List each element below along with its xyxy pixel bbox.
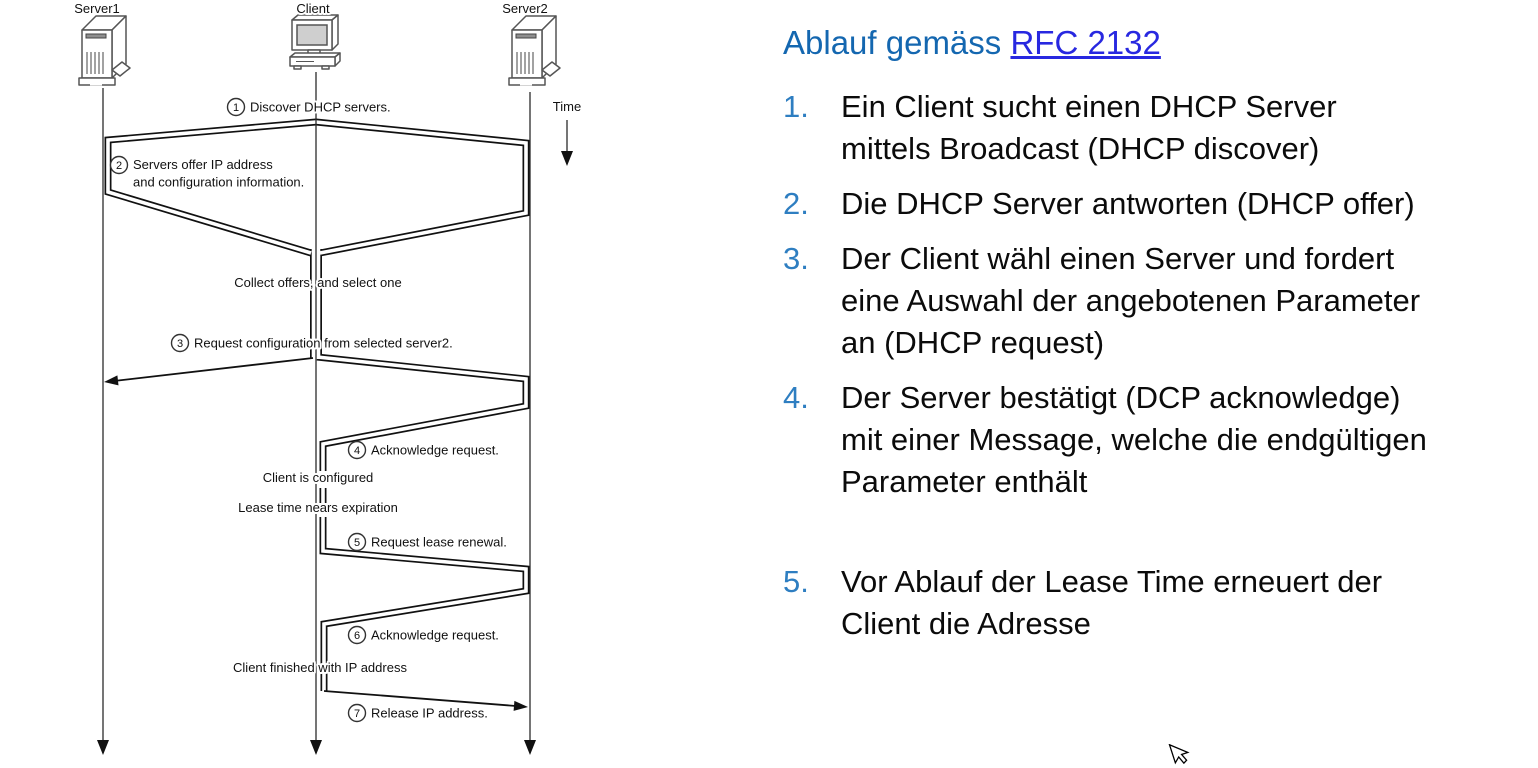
step-5: 5 Request lease renewal. (347, 533, 509, 552)
step-2-number: 2 (116, 160, 122, 172)
step-6: 6 Acknowledge request. (347, 626, 501, 645)
list-item-2: 2. Die DHCP Server antworten (DHCP offer… (783, 183, 1535, 225)
step-3: 3 Request configuration from selected se… (170, 334, 455, 353)
list-item-1-number: 1. (783, 89, 809, 124)
dhcp-sequence-diagram: Time (72, 0, 583, 755)
step-4: 4 Acknowledge request. (347, 441, 501, 460)
list-item-5-number: 5. (783, 564, 809, 599)
note-lease-expiration: Lease time nears expiration (238, 500, 398, 515)
step-7: 7 Release IP address. (347, 704, 490, 723)
step-7-label: Release IP address. (371, 706, 488, 721)
list-item-3-number: 3. (783, 241, 809, 276)
list-item-2-number: 2. (783, 186, 809, 221)
list-item-4-number: 4. (783, 380, 809, 415)
step-1-number: 1 (233, 102, 239, 114)
list-item-5-text: Vor Ablauf der Lease Time erneuert der C… (841, 564, 1383, 641)
list-item-1-text: Ein Client sucht einen DHCP Server mitte… (841, 89, 1337, 166)
list-item-1: 1. Ein Client sucht einen DHCP Server mi… (783, 86, 1535, 170)
message-bands (104, 118, 530, 692)
note-client-finished: Client finished with IP address (233, 660, 407, 675)
step-4-label: Acknowledge request. (371, 443, 499, 458)
step-2-label-line2: and configuration information. (133, 175, 304, 190)
title-text: Ablauf gemäss (783, 24, 1011, 61)
step-2: 2 Servers offer IP address and configura… (109, 155, 306, 192)
list-item-3-text: Der Client wähl einen Server und fordert… (841, 241, 1421, 360)
mouse-cursor-icon (1168, 744, 1190, 765)
slide-text-panel: Ablauf gemäss RFC 2132 1. Ein Client suc… (783, 24, 1535, 658)
server1-label: Server1 (74, 1, 120, 16)
list-item-3: 3. Der Client wähl einen Server und ford… (783, 238, 1535, 364)
lifelines (97, 72, 536, 755)
server2-label: Server2 (502, 1, 548, 16)
client-label: Client (296, 1, 330, 16)
list-item-4-text: Der Server bestätigt (DCP acknowledge) m… (841, 380, 1427, 499)
list-item-5: 5. Vor Ablauf der Lease Time erneuert de… (783, 561, 1535, 645)
step-7-number: 7 (354, 708, 360, 720)
step-1-label: Discover DHCP servers. (250, 100, 391, 115)
step-6-label: Acknowledge request. (371, 628, 499, 643)
time-axis: Time (551, 97, 583, 166)
step-3-number: 3 (177, 338, 183, 350)
step-1: 1 Discover DHCP servers. (226, 98, 393, 117)
rfc-2132-link[interactable]: RFC 2132 (1010, 24, 1161, 61)
step-5-number: 5 (354, 537, 360, 549)
step-6-number: 6 (354, 630, 360, 642)
page-title: Ablauf gemäss RFC 2132 (783, 24, 1535, 62)
message-arrows (104, 357, 528, 711)
step-4-number: 4 (354, 445, 360, 457)
list-item-2-text: Die DHCP Server antworten (DHCP offer) (841, 186, 1415, 221)
time-label: Time (553, 99, 581, 114)
list-item-4: 4. Der Server bestätigt (DCP acknowledge… (783, 377, 1535, 503)
note-collect-offers: Collect offers, and select one (234, 275, 401, 290)
note-client-configured: Client is configured (263, 470, 374, 485)
server1-icon (78, 15, 131, 86)
step-5-label: Request lease renewal. (371, 535, 507, 550)
step-2-label-line1: Servers offer IP address (133, 157, 273, 172)
server2-icon (508, 15, 561, 86)
step-3-label: Request configuration from selected serv… (194, 336, 453, 351)
client-icon (289, 14, 341, 70)
